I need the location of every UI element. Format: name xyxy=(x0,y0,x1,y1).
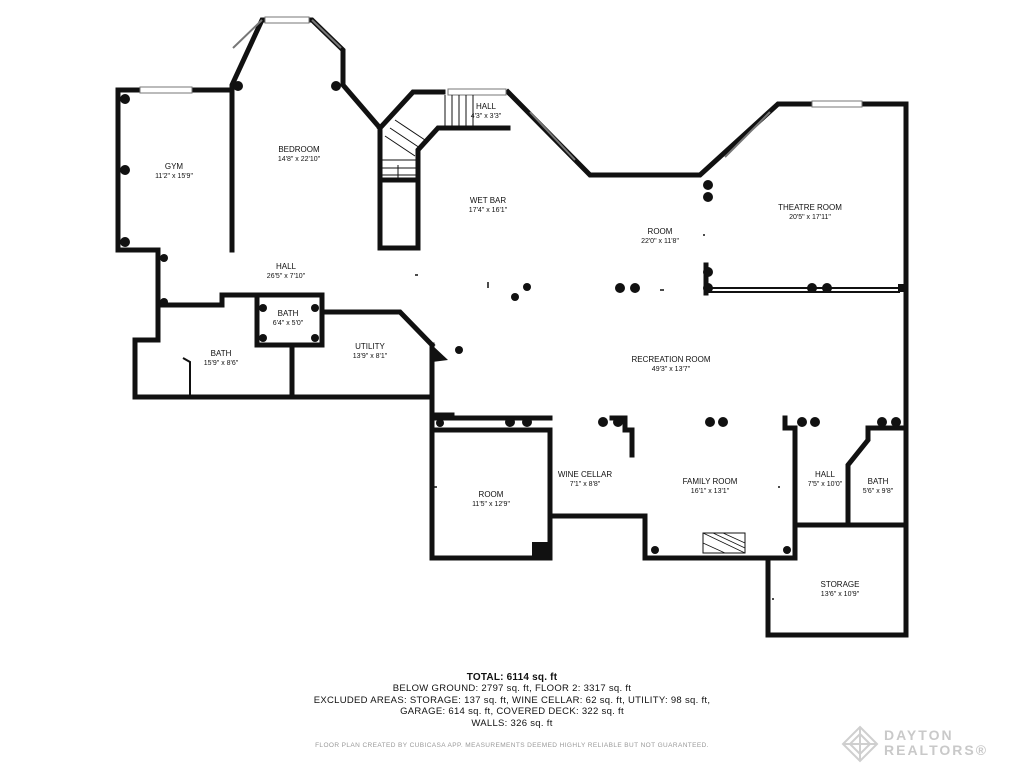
fireplace xyxy=(702,532,746,554)
theatre-label: THEATRE ROOM xyxy=(778,203,842,212)
utility-dims: 13'9" x 8'1" xyxy=(353,353,388,360)
total-area: TOTAL: 6114 sq. ft xyxy=(466,672,558,683)
family-room-dims: 16'1" x 13'1" xyxy=(691,488,730,495)
wet-bar-dims: 17'4" x 16'1" xyxy=(469,207,508,214)
hall-top-label: HALL xyxy=(476,102,497,111)
gym-dims: 11'2" x 15'9" xyxy=(155,173,193,180)
bedroom-label: BEDROOM xyxy=(278,145,320,154)
bath-small-dims: 6'4" x 5'0" xyxy=(273,320,304,327)
watermark-text: DAYTON REALTORS® xyxy=(884,728,988,758)
utility-label: UTILITY xyxy=(355,342,385,351)
bath-right-dims: 5'6" x 9'8" xyxy=(863,488,894,495)
room-low-dims: 11'5" x 12'9" xyxy=(472,501,510,508)
watermark-line-1: DAYTON xyxy=(884,727,954,743)
hall-main-dims: 26'5" x 7'10" xyxy=(267,273,306,280)
hall-top-dims: 4'3" x 3'3" xyxy=(471,113,502,120)
bath-small-label: BATH xyxy=(278,309,299,318)
storage-label: STORAGE xyxy=(821,580,860,589)
wet-bar-label: WET BAR xyxy=(470,196,507,205)
door-swings xyxy=(182,234,780,600)
bedroom-dims: 14'8" x 22'10" xyxy=(278,156,321,163)
windows xyxy=(139,16,863,161)
gym-label: GYM xyxy=(165,162,184,171)
walls xyxy=(115,17,909,638)
hall-right-label: HALL xyxy=(815,470,836,479)
hall-right-dims: 7'5" x 10'0" xyxy=(808,481,843,488)
bath-right-label: BATH xyxy=(868,477,889,486)
watermark-line-2: REALTORS® xyxy=(884,742,989,758)
bath-large-label: BATH xyxy=(211,349,232,358)
recreation-dims: 49'3" x 13'7" xyxy=(652,366,691,373)
family-room-label: FAMILY ROOM xyxy=(683,477,738,486)
stairs xyxy=(382,95,474,178)
watermark: DAYTON REALTORS® xyxy=(836,724,1022,764)
room-low-label: ROOM xyxy=(479,490,504,499)
area-line-4: WALLS: 326 sq. ft xyxy=(471,717,553,729)
room-mid-dims: 22'0" x 11'8" xyxy=(641,238,679,245)
recreation-label: RECREATION ROOM xyxy=(632,355,711,364)
wine-cellar-label: WINE CELLAR xyxy=(558,470,612,479)
storage-dims: 13'6" x 10'9" xyxy=(821,591,860,598)
area-line-1: BELOW GROUND: 2797 sq. ft, FLOOR 2: 3317… xyxy=(392,683,632,694)
bath-large-dims: 15'9" x 8'6" xyxy=(204,360,239,367)
area-line-2: EXCLUDED AREAS: STORAGE: 137 sq. ft, WIN… xyxy=(313,694,711,706)
theatre-dims: 20'5" x 17'11" xyxy=(789,214,831,221)
area-line-3: GARAGE: 614 sq. ft, COVERED DECK: 322 sq… xyxy=(400,706,624,717)
room-mid-label: ROOM xyxy=(648,227,673,236)
room-labels: GYM 11'2" x 15'9" BEDROOM 14'8" x 22'10"… xyxy=(155,102,894,598)
hall-main-label: HALL xyxy=(276,262,297,271)
disclaimer: FLOOR PLAN CREATED BY CUBICASA APP. MEAS… xyxy=(315,742,709,749)
wine-cellar-dims: 7'1" x 8'8" xyxy=(570,481,601,488)
area-summary: TOTAL: 6114 sq. ft BELOW GROUND: 2797 sq… xyxy=(0,672,1024,729)
watermark-logo-icon xyxy=(841,725,879,763)
posts xyxy=(120,81,906,558)
